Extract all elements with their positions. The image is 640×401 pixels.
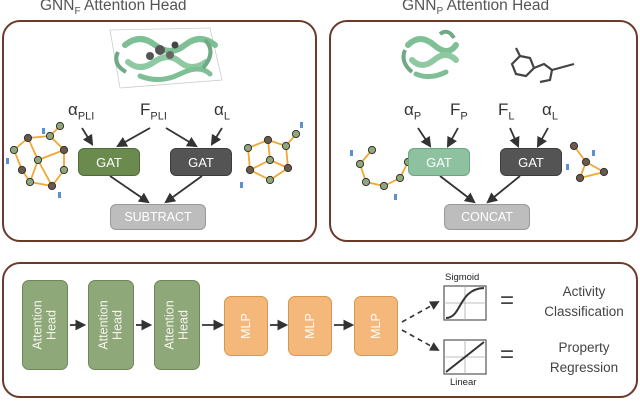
gat-pli-box: GAT	[78, 148, 140, 176]
protein-icon	[401, 29, 459, 80]
gat-protein-box: GAT	[408, 148, 470, 176]
interaction-graph-right-icon	[350, 145, 413, 200]
interaction-graph-left-icon	[6, 121, 69, 198]
equals-sign-1: =	[500, 287, 515, 314]
subtract-box: SUBTRACT	[110, 204, 206, 230]
protein-ligand-complex-icon	[109, 27, 223, 89]
linear-plot-icon	[443, 339, 487, 375]
alpha-pli-symbol: αPLI	[68, 100, 95, 123]
gnn-p-panel	[329, 20, 638, 242]
alpha-l-symbol: αL	[214, 100, 230, 123]
sigmoid-label: Sigmoid	[445, 272, 480, 283]
linear-label: Linear	[450, 377, 477, 388]
f-l-symbol: FL	[498, 100, 515, 123]
pipeline-panel	[2, 262, 638, 398]
ligand-graph-right-icon	[566, 141, 609, 183]
ligand-graph-left-icon	[240, 122, 303, 188]
alpha-p-symbol: αP	[404, 100, 422, 123]
f-pli-symbol: FPLI	[140, 100, 167, 123]
mlp-2: MLP	[288, 296, 332, 356]
output-split-arrows	[401, 301, 440, 351]
gat-ligand-box: GAT	[170, 148, 232, 176]
left-panel-title: GNNF Attention Head	[40, 0, 187, 18]
mlp-3: MLP	[354, 296, 398, 356]
left-panel-arrows	[81, 127, 223, 204]
gat-ligand-box-right: GAT	[500, 148, 562, 176]
ligand-icon	[510, 47, 575, 84]
sigmoid-plot-icon	[443, 285, 487, 321]
f-p-symbol: FP	[450, 100, 468, 123]
alpha-l-symbol-right: αL	[542, 100, 558, 123]
equals-sign-2: =	[500, 341, 515, 368]
gnn-f-panel	[2, 20, 317, 242]
mlp-1: MLP	[224, 296, 268, 356]
concat-box: CONCAT	[444, 204, 530, 230]
right-panel-arrows	[417, 127, 549, 204]
right-panel-title: GNNP Attention Head	[402, 0, 550, 18]
